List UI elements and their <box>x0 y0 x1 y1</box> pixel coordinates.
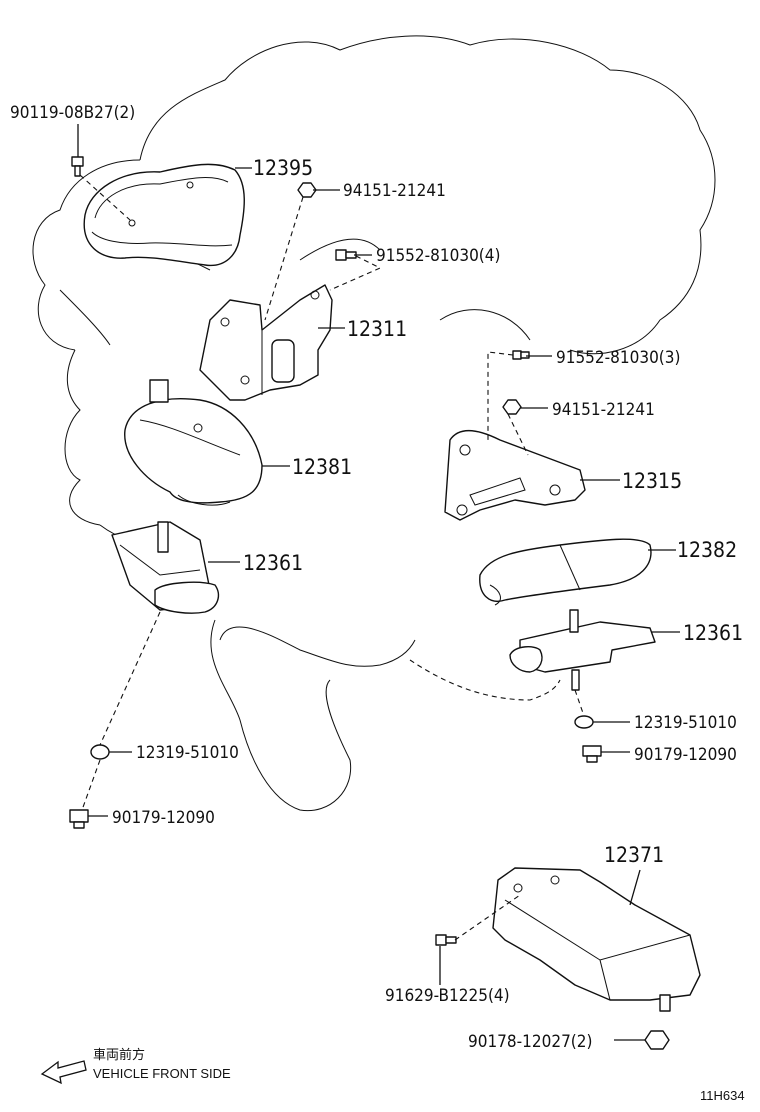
label-12361-left: 12361 <box>243 551 303 575</box>
label-91552-81030-3: 91552-81030(3) <box>556 348 680 368</box>
diagram-code: 11H634 <box>700 1088 745 1103</box>
leader-lines <box>77 124 680 1041</box>
label-90179-12090-left: 90179-12090 <box>112 808 215 828</box>
label-90179-12090-right: 90179-12090 <box>634 745 737 765</box>
label-12381: 12381 <box>292 455 352 479</box>
label-12319-51010-right: 12319-51010 <box>634 713 737 733</box>
part-12382-insulator <box>479 538 652 606</box>
label-12382: 12382 <box>677 538 737 562</box>
label-12311: 12311 <box>347 317 407 341</box>
label-91629-b1225-4: 91629-B1225(4) <box>385 986 510 1006</box>
part-12361-right-insulator <box>509 609 656 691</box>
label-12395: 12395 <box>253 156 313 180</box>
bolt-91552-upper <box>335 249 357 261</box>
label-12361-right: 12361 <box>683 621 743 645</box>
nut-90179-right <box>582 745 602 763</box>
label-12371: 12371 <box>604 843 664 867</box>
label-12315: 12315 <box>622 469 682 493</box>
bolt-90119 <box>71 156 84 177</box>
label-94151-21241-upper: 94151-21241 <box>343 181 446 201</box>
note-en: VEHICLE FRONT SIDE <box>93 1066 231 1081</box>
label-94151-21241-right: 94151-21241 <box>552 400 655 420</box>
front-arrow-icon <box>40 1060 87 1085</box>
bolt-91552-right <box>512 350 530 360</box>
part-12361-left-insulator <box>111 521 220 614</box>
bolt-91629 <box>435 934 457 946</box>
label-91552-81030-4: 91552-81030(4) <box>376 246 500 266</box>
part-12315-bracket <box>444 429 586 521</box>
label-12319-51010-left: 12319-51010 <box>136 743 239 763</box>
vehicle-front-note: 車両前方 VEHICLE FRONT SIDE <box>40 1047 231 1085</box>
assembly-lines <box>79 174 585 941</box>
washer-12319-left <box>90 744 110 760</box>
part-12381-insulator <box>124 379 263 506</box>
washer-12319-right <box>574 715 594 729</box>
nut-90179-left <box>69 809 89 829</box>
nut-94151-right <box>502 399 522 415</box>
label-90178-12027-2: 90178-12027(2) <box>468 1032 592 1052</box>
engine-outline <box>32 35 716 812</box>
nut-90178 <box>644 1030 670 1050</box>
part-labels: 90119-08B27(2) 12395 94151-21241 91552-8… <box>10 103 743 1052</box>
part-12395-cover <box>83 163 245 267</box>
note-jp: 車両前方 <box>93 1047 145 1062</box>
label-90119-08b27: 90119-08B27(2) <box>10 103 135 123</box>
part-12371-mount <box>492 867 701 1012</box>
part-12311-bracket <box>199 284 333 401</box>
